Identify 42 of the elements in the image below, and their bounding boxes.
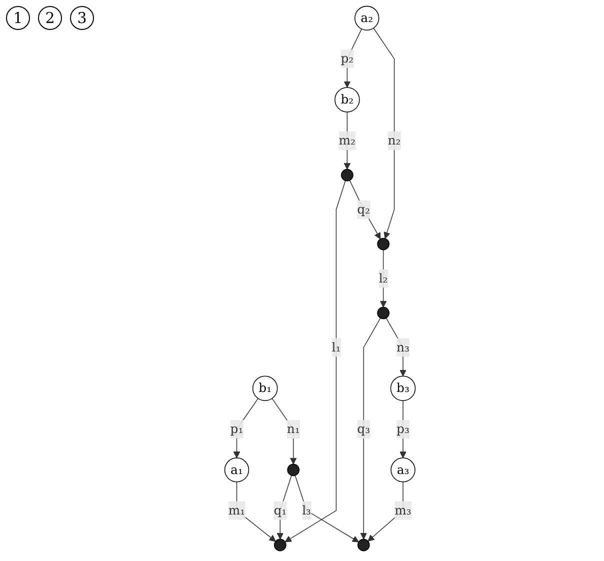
arrow: [373, 28, 395, 239]
node-circle: [274, 538, 286, 552]
edge-label: q₁: [274, 502, 287, 518]
edge-label: m₂: [338, 132, 356, 148]
edge-label: l₃: [302, 502, 312, 518]
arrow: [236, 482, 276, 542]
edge-label: l₁: [332, 340, 341, 354]
arrow: [344, 112, 351, 170]
node-circle: [340, 168, 354, 182]
node-circle: b₃: [390, 376, 416, 401]
edge-label: p₂: [340, 51, 354, 66]
arrow: [349, 180, 381, 240]
edge-label: q₃: [357, 422, 370, 436]
node-circle: [377, 238, 390, 250]
edge-label: m₃: [394, 502, 412, 518]
edge-label: n₁: [286, 422, 300, 436]
node-circle: b₁: [252, 376, 278, 401]
group-number: 3: [70, 6, 94, 30]
edge-label: p₁: [230, 422, 244, 436]
node-circle: a₃: [390, 458, 416, 482]
arrow: [360, 318, 381, 540]
edge-label: l₂: [378, 270, 388, 286]
node-circle: a₁: [224, 458, 250, 482]
edge-label: n₃: [396, 340, 410, 354]
edge-label: q₂: [357, 202, 370, 217]
arrow: [368, 482, 404, 542]
arrow: [284, 180, 346, 542]
arrow: [233, 398, 258, 458]
edge-label: m₁: [228, 502, 246, 518]
node-circle: [377, 306, 390, 320]
group-number: 1: [6, 6, 30, 30]
node-circle: [357, 538, 370, 552]
arrow: [272, 398, 297, 464]
arrow: [380, 249, 387, 308]
edge-label: p₃: [396, 422, 410, 436]
arrow: [294, 475, 359, 542]
node-circle: a₂: [354, 6, 380, 31]
node-circle: b₂: [334, 87, 360, 112]
group-number: 2: [38, 6, 62, 30]
arrow: [344, 28, 362, 88]
edge-label: n₂: [388, 132, 401, 148]
node-circle: [287, 464, 300, 476]
